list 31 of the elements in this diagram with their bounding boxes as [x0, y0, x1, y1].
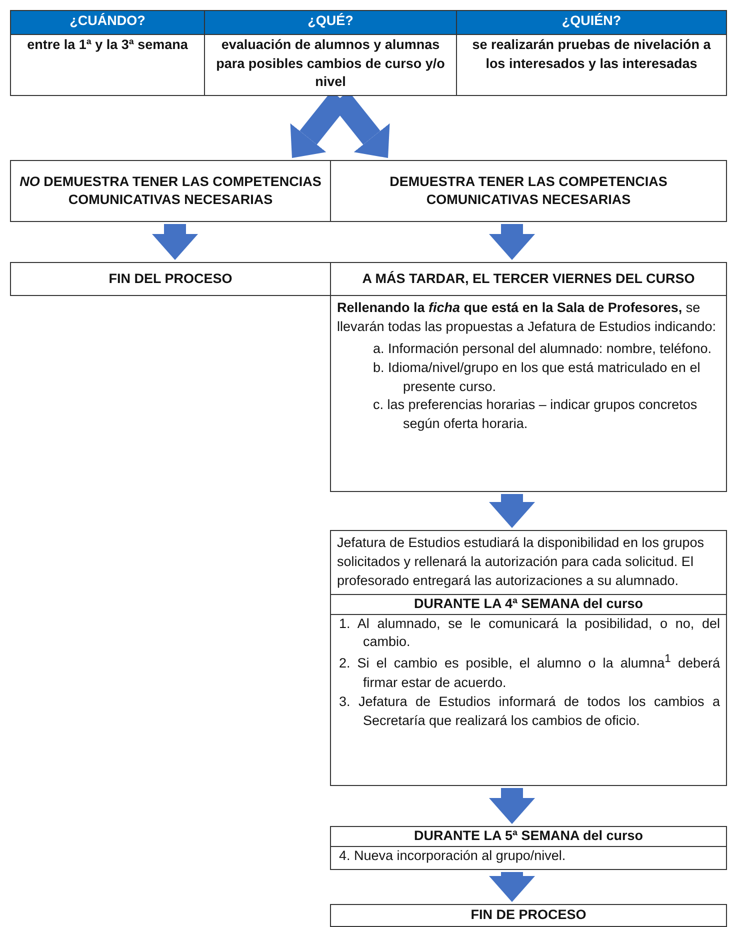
list-item: c. las preferencias horarias – indicar grupos concretos según oferta horaria.	[372, 396, 698, 434]
block-arrow	[489, 494, 535, 528]
list-item: 2. Si el cambio es posible, el alumno o la alumna$^{1}$ deberá firmar estar de acuerdo.	[338, 652, 721, 692]
section-heading: DURANTE LA 5ª SEMANA del curso	[331, 827, 726, 847]
list-item: b. Idioma/nivel/grupo en los que está matriculado en el presente curso.	[372, 358, 702, 396]
block-arrow	[152, 224, 198, 260]
process-box: FIN DEL PROCESO	[10, 262, 331, 296]
list-item: 1. Al alumnado, se le comunicará la posibilidad, o no, del cambio.	[338, 614, 721, 652]
column-header: ¿QUÉ?	[204, 11, 456, 36]
column-header: ¿CUÁNDO?	[11, 11, 204, 36]
list-item: 4. Nueva incorporación al grupo/nivel.	[338, 846, 567, 865]
process-box: DEMUESTRA TENER LAS COMPETENCIAS COMUNICATIVAS NECESARIAS	[330, 160, 727, 222]
block-arrow	[489, 788, 535, 824]
table	[330, 826, 727, 870]
list-item: a. Información personal del alumnado: nombre, teléfono.	[372, 340, 712, 358]
text-box	[330, 295, 727, 492]
table	[330, 530, 727, 786]
process-box: FIN DE PROCESO	[330, 904, 727, 927]
section-heading: DURANTE LA 4ª SEMANA del curso	[331, 594, 726, 615]
block-arrow	[489, 224, 535, 260]
process-box: NO DEMUESTRA TENER LAS COMPETENCIAS COMUNICATIVAS NECESARIAS	[10, 160, 331, 222]
block-arrow	[489, 872, 535, 902]
column-header: ¿QUIÉN?	[456, 11, 726, 36]
table-cell: se realizarán pruebas de nivelación a los interesados y las interesadas	[456, 35, 726, 95]
paragraph: Rellenando la ficha que está en la Sala de Profesores, se llevarán todas las propuestas a Jefatura de Estudios indicando:	[336, 299, 717, 336]
list-item: 3. Jefatura de Estudios informará de todos los cambios a Secretaría que realizará los cambios de oficio.	[338, 692, 721, 730]
paragraph: Jefatura de Estudios estudiará la disponibilidad en los grupos solicitados y rellenará la autorización para cada solicitud. El profesorado entregará las autorizaciones a su alumnado.	[336, 534, 705, 590]
table-cell-text: entre la 1ª y la 3ª semana	[26, 36, 189, 54]
process-box: A MÁS TARDAR, EL TERCER VIERNES DEL CURSO	[330, 262, 727, 296]
table	[10, 10, 727, 96]
table-cell: evaluación de alumnos y alumnas para posibles cambios de curso y/o nivel	[204, 35, 456, 95]
